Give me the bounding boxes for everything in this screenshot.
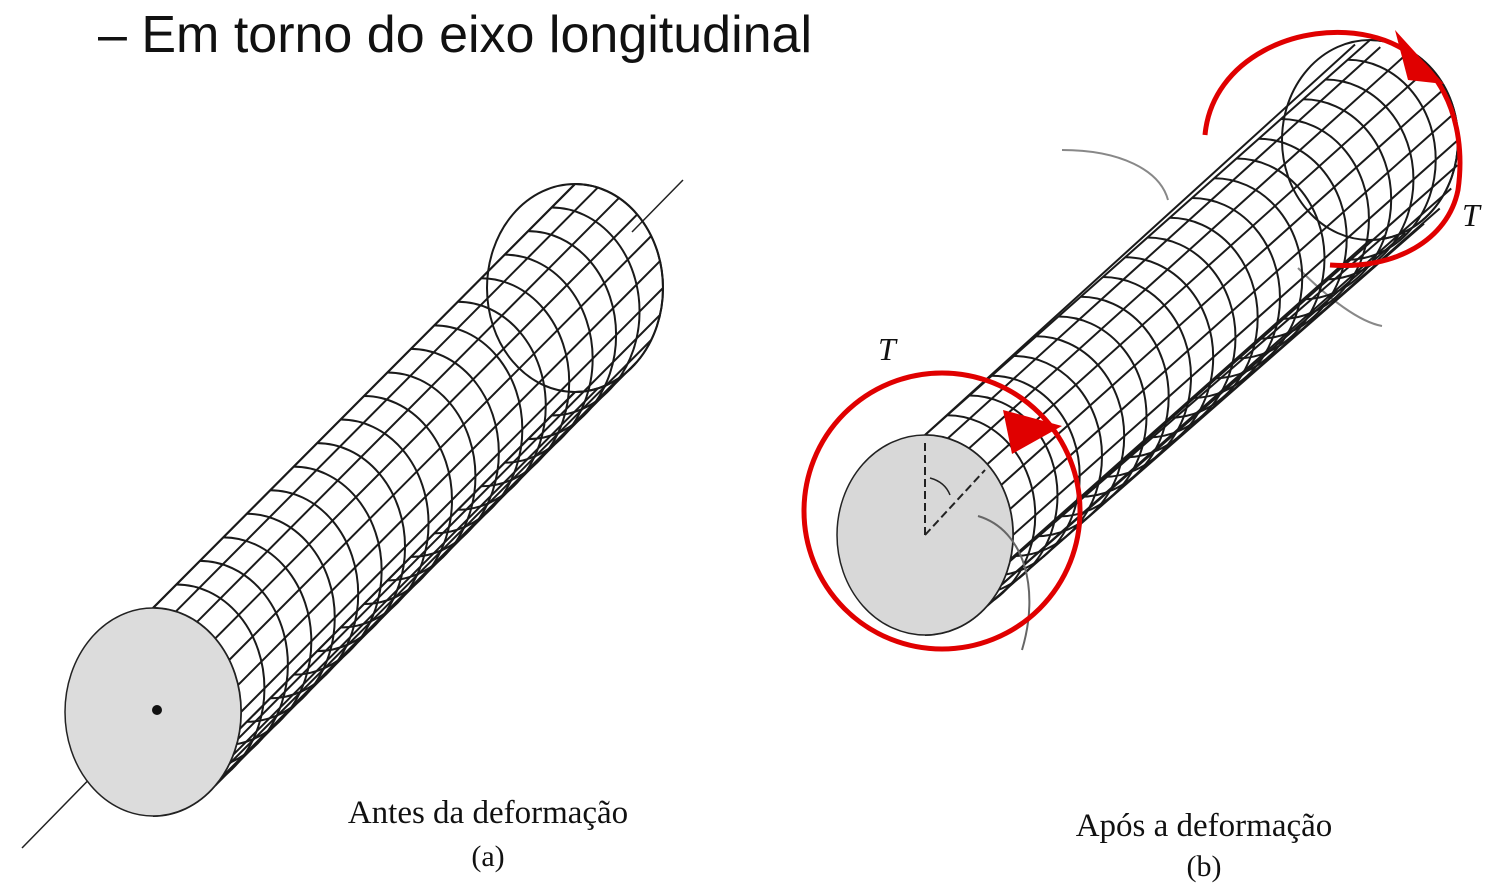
caption-a: Antes da deformação bbox=[348, 795, 628, 831]
shaft-a bbox=[21, 179, 684, 849]
torque-arrowhead-top bbox=[1395, 30, 1444, 84]
bullet-dash: – bbox=[98, 6, 127, 64]
mesh-longitudinal bbox=[968, 222, 1425, 623]
mesh-ring bbox=[574, 183, 664, 393]
mesh-longitudinal bbox=[214, 360, 638, 787]
mesh-longitudinal bbox=[196, 197, 620, 623]
mesh-silhouette bbox=[924, 39, 1371, 436]
torque-label-top: T bbox=[1462, 197, 1482, 233]
label-b: (b) bbox=[1187, 850, 1222, 883]
mesh-ring bbox=[457, 300, 547, 511]
mesh-longitudinal bbox=[968, 55, 1405, 450]
mesh-ring bbox=[528, 230, 618, 441]
torque-arrowhead-bottom bbox=[1003, 410, 1062, 454]
mesh-ring bbox=[1169, 216, 1259, 419]
torque-curve-top bbox=[1061, 149, 1169, 201]
mesh-longitudinal bbox=[214, 213, 638, 640]
mesh-ring bbox=[551, 206, 641, 417]
bullet-line: – Em torno do eixo longitudinal bbox=[98, 0, 812, 70]
mesh-longitudinal bbox=[228, 339, 652, 765]
red-annotations bbox=[801, 30, 1463, 652]
mesh-ring bbox=[363, 395, 453, 605]
mesh-ring bbox=[1058, 315, 1148, 518]
mesh-longitudinal bbox=[237, 260, 661, 686]
mesh-ring bbox=[293, 465, 383, 676]
mesh-longitudinal bbox=[1000, 90, 1442, 486]
mesh-longitudinal bbox=[196, 377, 620, 803]
torque-curve-bottom bbox=[977, 515, 1031, 651]
mesh-ring bbox=[1080, 295, 1170, 498]
mesh-ring bbox=[410, 347, 500, 558]
mesh-longitudinal bbox=[1009, 164, 1459, 562]
twist-angle-arc bbox=[929, 477, 951, 496]
mesh-ring bbox=[317, 442, 407, 653]
bullet-text: Em torno do eixo longitudinal bbox=[141, 6, 813, 64]
mesh-a bbox=[152, 183, 664, 817]
mesh-ring bbox=[1347, 58, 1437, 261]
mesh-ring bbox=[1236, 157, 1326, 360]
mesh-longitudinal bbox=[924, 43, 1356, 436]
mesh-longitudinal bbox=[175, 387, 599, 814]
mesh-ring bbox=[1258, 137, 1348, 340]
mesh-longitudinal bbox=[237, 314, 661, 740]
mesh-longitudinal bbox=[175, 186, 599, 613]
radius-line-b-diagonal bbox=[924, 469, 986, 536]
shaft-b bbox=[836, 39, 1459, 651]
mesh-ring bbox=[340, 418, 430, 629]
mesh-longitudinal bbox=[1009, 114, 1454, 510]
mesh-ring bbox=[1280, 118, 1370, 320]
caption-b: Após a deformação bbox=[1076, 808, 1333, 844]
mesh-silhouette bbox=[152, 183, 576, 609]
axis-line-a-back bbox=[631, 179, 684, 233]
mesh-ring bbox=[387, 371, 477, 582]
mesh-longitudinal bbox=[1012, 139, 1459, 536]
mesh-ring bbox=[504, 253, 594, 464]
center-dot-a bbox=[152, 705, 162, 715]
mesh-ring bbox=[1191, 197, 1281, 399]
mesh-longitudinal bbox=[240, 287, 664, 713]
mesh-ring bbox=[1125, 256, 1215, 459]
mesh-longitudinal bbox=[947, 46, 1381, 440]
mesh-ring bbox=[1147, 236, 1237, 439]
torque-label-bottom: T bbox=[878, 331, 898, 367]
label-a: (a) bbox=[471, 840, 504, 873]
mesh-ring bbox=[246, 512, 336, 723]
mesh-ring bbox=[270, 489, 360, 700]
mesh-ring bbox=[1214, 177, 1304, 380]
mesh-ring bbox=[1102, 276, 1192, 478]
mesh-longitudinal bbox=[228, 235, 652, 661]
torque-ring-bottom bbox=[801, 370, 1083, 652]
torque-curve-top-right bbox=[1297, 267, 1383, 327]
mesh-ring bbox=[1013, 355, 1103, 557]
mesh-ring bbox=[481, 277, 571, 488]
mesh-longitudinal bbox=[986, 70, 1426, 466]
